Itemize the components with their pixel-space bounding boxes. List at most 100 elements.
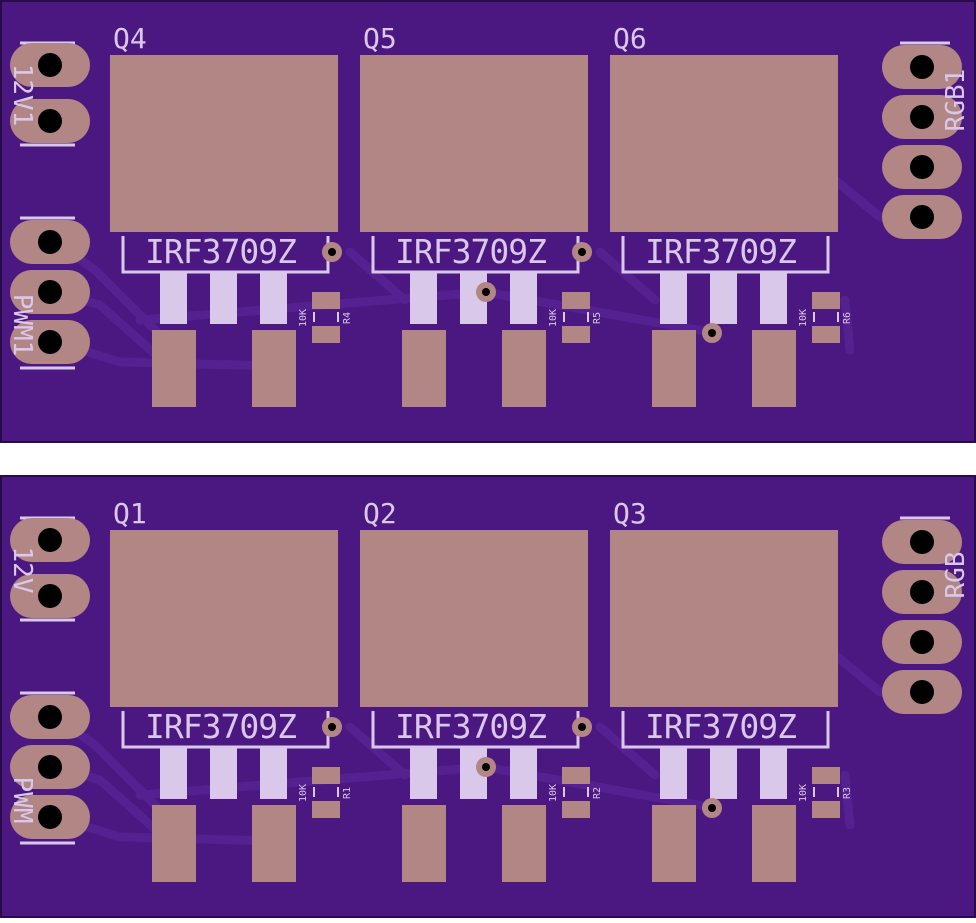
right-connector-label: RGB [941, 552, 971, 599]
gate-pad [652, 330, 696, 407]
mosfet-part-value: IRF3709Z [145, 707, 296, 746]
left-bottom-pin-3-drill [38, 805, 62, 829]
right-pin-4-drill [910, 680, 934, 704]
resistor-silk [813, 787, 839, 797]
via-drill [328, 248, 336, 256]
mosfet-lead-2 [710, 272, 737, 324]
mosfet-lead-2 [210, 272, 237, 324]
left-bottom-pin-3-drill [38, 330, 62, 354]
mosfet-designator: Q3 [613, 497, 647, 530]
resistor-silk [313, 312, 339, 322]
trace-6 [595, 722, 660, 780]
mosfet-part-value: IRF3709Z [145, 232, 296, 271]
left-bottom-connector-label: PWM [7, 777, 37, 824]
mosfet-lead-2 [710, 747, 737, 799]
mosfet-lead-1 [410, 747, 437, 799]
mosfet-lead-1 [660, 272, 687, 324]
resistor-silk [313, 787, 339, 797]
trace-7 [345, 722, 410, 780]
mosfet-lead-3 [260, 272, 287, 324]
right-pin-2-drill [910, 105, 934, 129]
left-top-pin-1-drill [38, 528, 62, 552]
mosfet-designator: Q2 [363, 497, 397, 530]
right-pin-1-drill [910, 530, 934, 554]
via-drill [482, 763, 490, 771]
resistor-pad-bottom [562, 801, 590, 818]
right-pin-2-drill [910, 580, 934, 604]
resistor-value: 10K [548, 784, 559, 802]
via-drill [578, 248, 586, 256]
mosfet-lead-1 [160, 272, 187, 324]
mosfet-lead-2 [210, 747, 237, 799]
via-drill [482, 288, 490, 296]
gate-pad [152, 330, 196, 407]
mosfet-part-value: IRF3709Z [645, 232, 796, 271]
left-bottom-pin-1-drill [38, 230, 62, 254]
source-pad [502, 330, 546, 407]
mosfet-designator: Q1 [113, 497, 147, 530]
left-bottom-pin-2-drill [38, 755, 62, 779]
mosfet-designator: Q4 [113, 22, 147, 55]
resistor-value: 10K [798, 309, 809, 327]
mosfet-tab-pad [360, 530, 588, 707]
source-pad [752, 330, 796, 407]
resistor-pad-bottom [562, 326, 590, 343]
gate-pad [402, 330, 446, 407]
trace-5 [830, 175, 885, 222]
resistor-pad-top [312, 767, 340, 784]
gate-pad [152, 805, 196, 882]
resistor-value: 10K [798, 784, 809, 802]
resistor-pad-top [312, 292, 340, 309]
resistor-designator: R3 [842, 787, 853, 799]
mosfet-tab-pad [610, 55, 838, 232]
trace-8 [840, 295, 855, 355]
resistor-pad-top [812, 292, 840, 309]
resistor-designator: R5 [592, 312, 603, 324]
mosfet-tab-pad [110, 530, 338, 707]
left-top-pin-2-drill [38, 584, 62, 608]
source-pad [752, 805, 796, 882]
trace-5 [830, 650, 885, 697]
trace-6 [595, 247, 660, 305]
gate-pad [652, 805, 696, 882]
mosfet-lead-1 [410, 272, 437, 324]
right-pin-1-drill [910, 55, 934, 79]
connector-silk [20, 216, 75, 370]
mosfet-tab-pad [610, 530, 838, 707]
resistor-pad-top [812, 767, 840, 784]
resistor-designator: R6 [842, 312, 853, 324]
trace-7 [345, 247, 410, 305]
mosfet-lead-1 [660, 747, 687, 799]
resistor-value: 10K [298, 309, 309, 327]
right-pin-4-drill [910, 205, 934, 229]
left-bottom-pin-1-drill [38, 705, 62, 729]
source-pad [252, 805, 296, 882]
via-drill [328, 723, 336, 731]
left-top-pin-1-drill [38, 53, 62, 77]
mosfet-lead-1 [160, 747, 187, 799]
left-top-connector-label: 12V1 [7, 64, 37, 127]
resistor-pad-bottom [812, 801, 840, 818]
mosfet-part-value: IRF3709Z [395, 707, 546, 746]
trace-8 [840, 770, 855, 830]
right-connector-label: RGB1 [941, 69, 971, 132]
resistor-pad-bottom [312, 326, 340, 343]
mosfet-part-value: IRF3709Z [395, 232, 546, 271]
resistor-pad-bottom [312, 801, 340, 818]
mosfet-lead-3 [760, 272, 787, 324]
via-drill [708, 329, 716, 337]
mosfet-lead-3 [760, 747, 787, 799]
gate-pad [402, 805, 446, 882]
resistor-silk [563, 312, 589, 322]
left-top-pin-2-drill [38, 109, 62, 133]
connector-silk [20, 691, 75, 845]
mosfet-tab-pad [360, 55, 588, 232]
mosfet-lead-3 [260, 747, 287, 799]
mosfet-tab-pad [110, 55, 338, 232]
